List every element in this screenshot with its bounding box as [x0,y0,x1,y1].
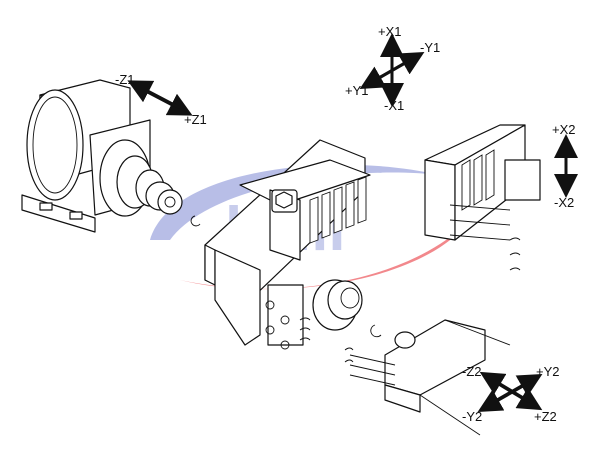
z1-axis-arrow: -Z1 +Z1 [115,72,207,127]
main-spindle-motor [21,79,201,233]
label-minus-z1: -Z1 [115,72,135,87]
label-minus-x1: -X1 [384,98,404,113]
label-minus-x2: -X2 [554,195,574,210]
gang-tool-slide [204,139,371,350]
label-minus-y2: -Y2 [462,409,482,424]
label-plus-z1: +Z1 [184,112,207,127]
label-plus-x1: +X1 [378,24,402,39]
x2-tool-fins [461,149,495,211]
label-plus-y1: +Y1 [345,83,369,98]
label-plus-z2: +Z2 [534,409,557,424]
label-plus-x2: +X2 [552,122,576,137]
label-minus-y1: -Y1 [420,40,440,55]
label-plus-y2: +Y2 [536,364,560,379]
y2-tool-block [344,319,511,436]
sub-spindle-chuck [312,279,382,338]
x2-tool-block [424,124,541,271]
label-minus-z2: -Z2 [462,364,482,379]
tool-fins [309,176,367,244]
x2-axis-arrow: +X2 -X2 [552,122,578,210]
z2-y2-axis-cross: -Z2 +Y2 -Y2 +Z2 [462,364,560,424]
x1-y1-axis-cross: +X1 -Y1 +Y1 -X1 [345,24,440,113]
